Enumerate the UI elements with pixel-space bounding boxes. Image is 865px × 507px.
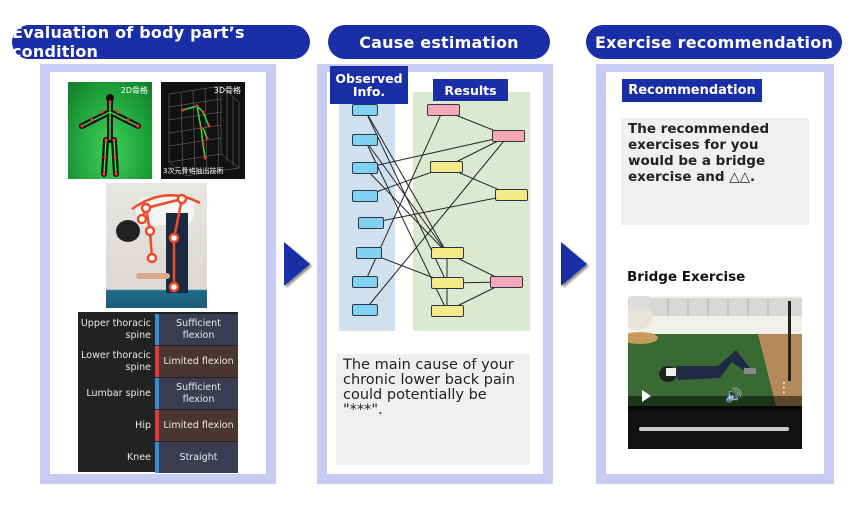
status-indicator-bar: [155, 314, 159, 345]
skeleton-3d-image: 3D骨格 3次元骨格抽出技術: [161, 82, 245, 179]
observed-info-label: Observed Info.: [330, 66, 408, 104]
status-indicator-bar: [155, 346, 159, 377]
observed-info-node: [352, 134, 378, 146]
image-2d-label: 2D骨格: [120, 86, 148, 95]
forward-bend-photo: [106, 183, 207, 308]
result-node: [495, 189, 528, 201]
recommendation-label: Recommendation: [622, 79, 762, 102]
body-part-label: Hip: [135, 419, 151, 431]
recommendation-box: The recommended exercises for you would …: [621, 118, 809, 225]
table-row: Lower thoracic spine Limited flexion: [78, 346, 238, 377]
image-3d-label: 3D骨格: [213, 86, 241, 95]
condition-status: Limited flexion: [159, 346, 238, 377]
condition-status: Sufficient flexion: [159, 314, 238, 345]
result-node: [431, 305, 464, 317]
body-part-label: Upper thoracic spine: [80, 317, 151, 341]
exercise-video-player[interactable]: 🔊 ⋮: [628, 296, 802, 449]
table-row: Lumbar spine Sufficient flexion: [78, 378, 238, 409]
condition-status: Limited flexion: [159, 410, 238, 441]
volume-icon[interactable]: 🔊: [725, 388, 743, 404]
results-column: [413, 92, 530, 331]
result-node: [431, 247, 464, 259]
section-header-evaluation: Evaluation of body part’s condition: [12, 23, 310, 61]
cause-result-text: The main cause of your chronic lower bac…: [343, 357, 516, 418]
more-options-icon[interactable]: ⋮: [777, 381, 791, 395]
skeleton-2d-figure: [79, 94, 141, 177]
body-part-label: Lower thoracic spine: [81, 349, 151, 373]
status-indicator-bar: [155, 378, 159, 409]
video-progress-track[interactable]: [639, 427, 789, 431]
status-indicator-bar: [155, 410, 159, 441]
recommendation-text: The recommended exercises for you would …: [628, 121, 770, 185]
observed-info-node: [352, 104, 378, 116]
cause-result-box: The main cause of your chronic lower bac…: [336, 354, 530, 465]
play-icon[interactable]: [642, 390, 651, 402]
observed-info-node: [352, 162, 378, 174]
body-part-label: Lumbar spine: [86, 387, 151, 399]
result-node: [490, 276, 523, 288]
body-part-label: Knee: [127, 451, 151, 463]
skeleton-3d-grid: [168, 85, 240, 177]
section-header-cause: Cause estimation: [328, 25, 550, 59]
forward-bend-figure: [116, 193, 201, 293]
result-node: [492, 130, 525, 142]
condition-status: Sufficient flexion: [159, 378, 238, 409]
observed-info-node: [352, 190, 378, 202]
table-row: Hip Limited flexion: [78, 410, 238, 441]
table-row: Knee Straight: [78, 442, 238, 473]
result-node: [427, 104, 460, 116]
image-3d-caption: 3次元骨格抽出技術: [163, 167, 224, 175]
skeleton-2d-image: 2D骨格: [68, 82, 152, 179]
observed-info-node: [352, 304, 378, 316]
result-node: [430, 161, 463, 173]
video-title: Bridge Exercise: [627, 269, 746, 285]
flow-arrow-icon: [284, 242, 310, 286]
table-row: Upper thoracic spine Sufficient flexion: [78, 314, 238, 345]
observed-info-node: [358, 217, 384, 229]
result-node: [431, 277, 464, 289]
section-header-exercise: Exercise recommendation: [586, 25, 842, 59]
observed-info-node: [356, 247, 382, 259]
status-indicator-bar: [155, 442, 159, 473]
observed-info-node: [352, 276, 378, 288]
results-label: Results: [433, 79, 508, 101]
condition-status: Straight: [159, 442, 238, 473]
flow-arrow-icon: [561, 242, 587, 286]
